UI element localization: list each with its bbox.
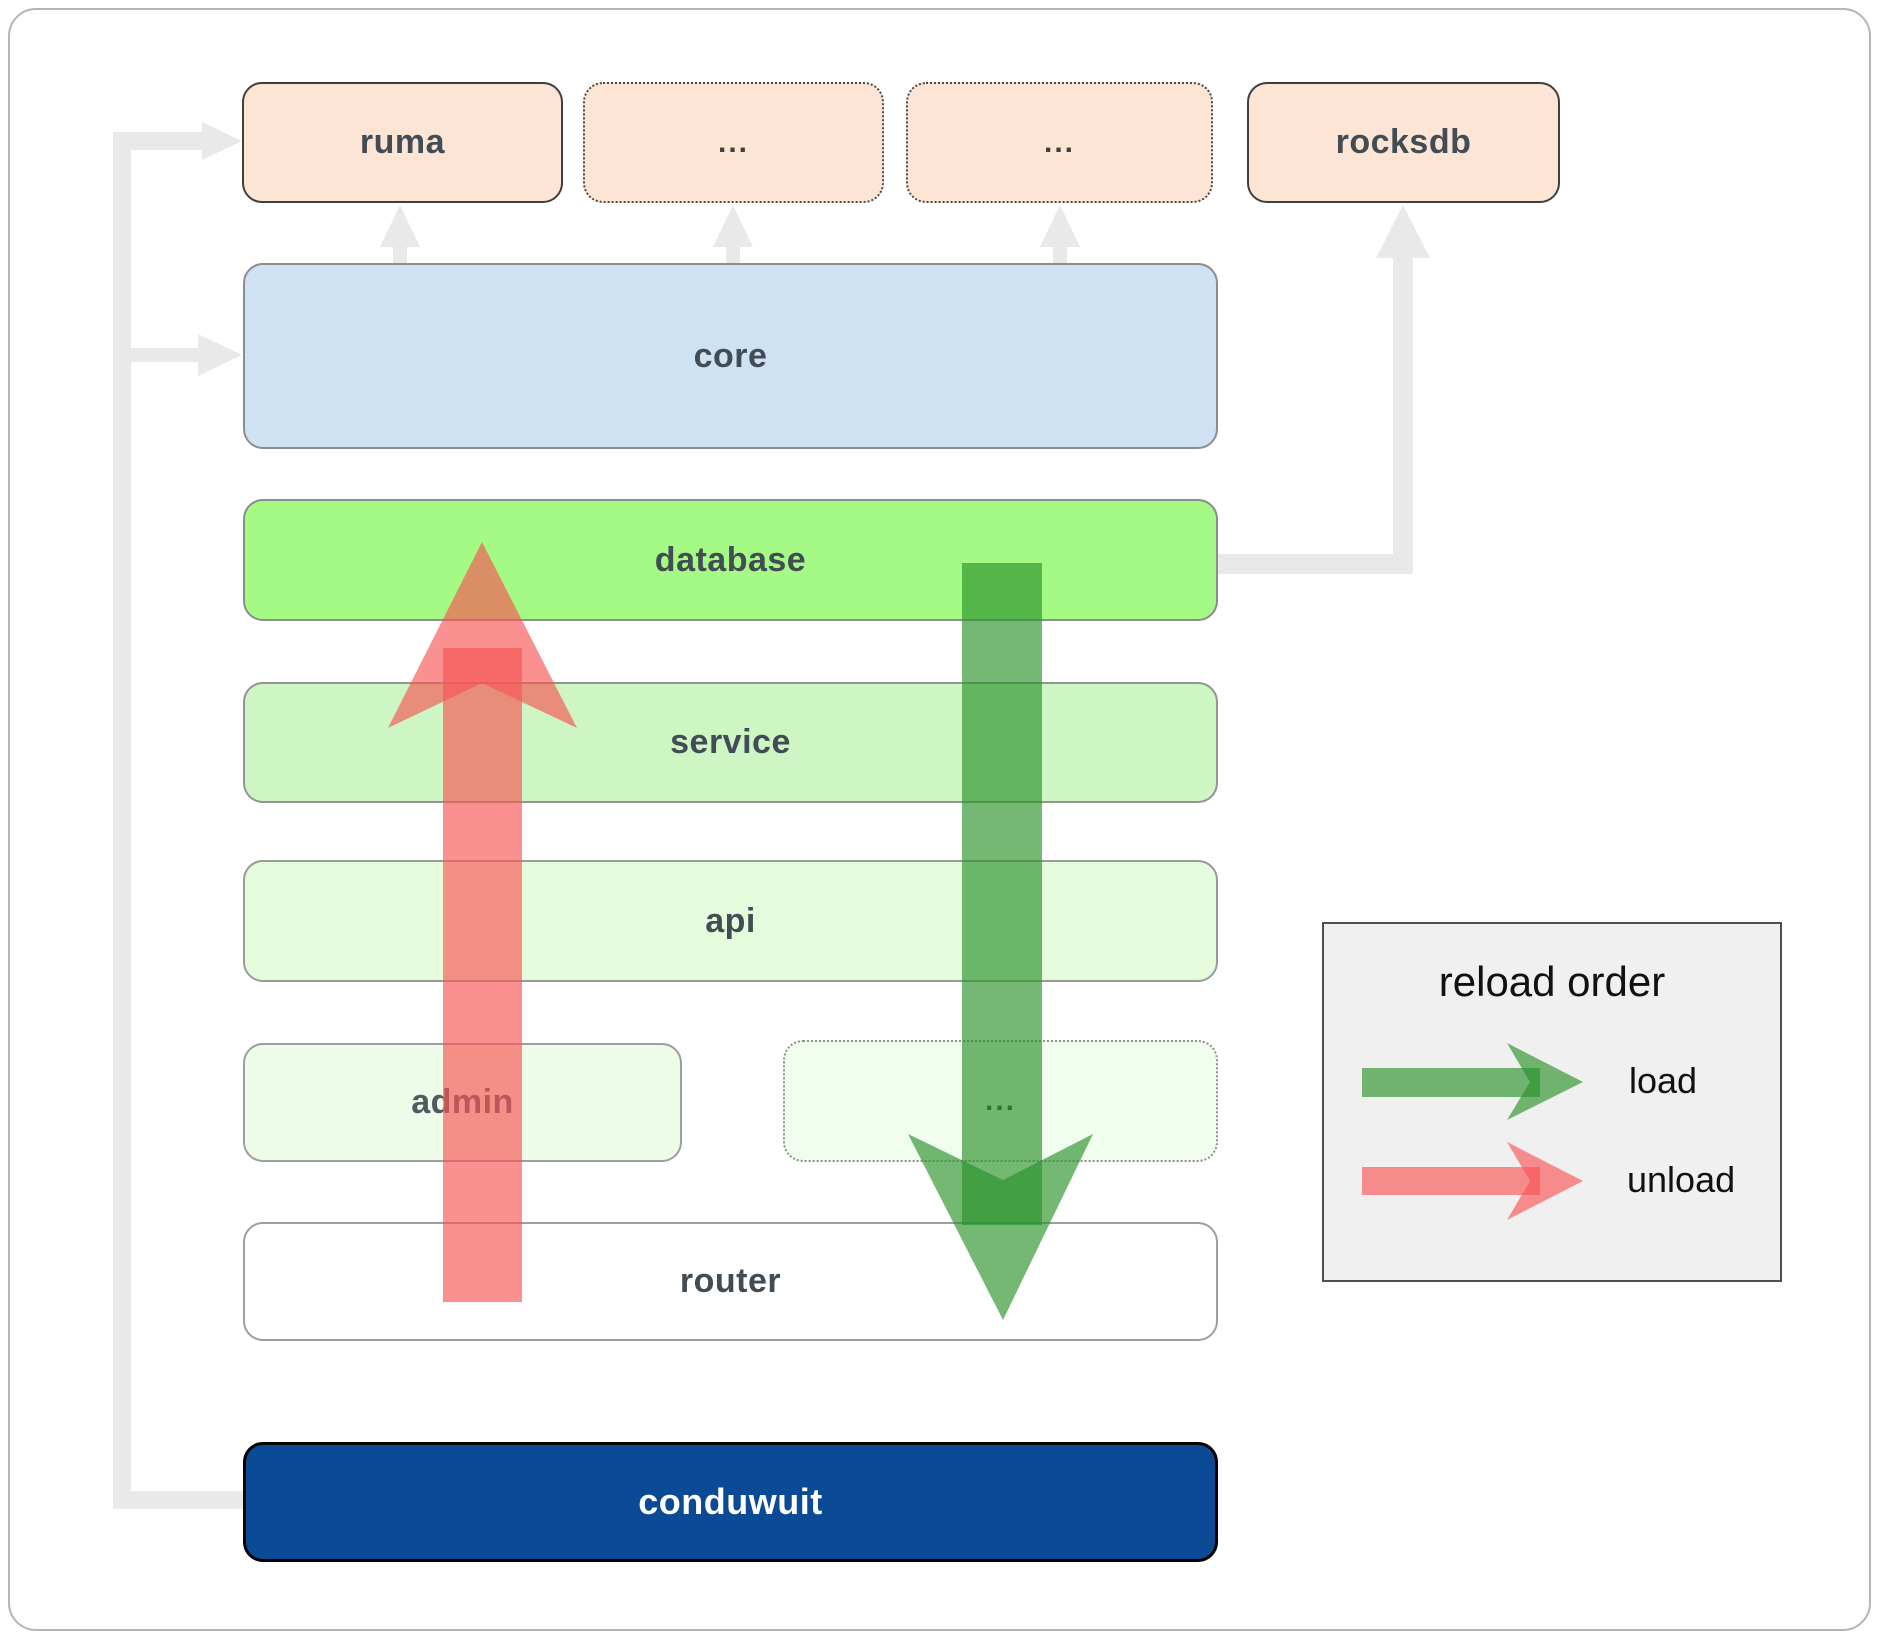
node-ellipsis-top-2: ...: [906, 82, 1213, 203]
node-ellipsis-mid-label: ...: [984, 1084, 1016, 1117]
node-admin-label: admin: [411, 1083, 514, 1121]
legend-load-label: load: [1629, 1060, 1698, 1101]
node-service-label: service: [670, 723, 791, 761]
node-conduwuit: conduwuit: [243, 1442, 1218, 1562]
node-router: router: [243, 1222, 1218, 1341]
node-router-label: router: [679, 1262, 782, 1300]
node-ellipsis-top-1: ...: [583, 82, 884, 203]
legend-title: reload order: [1438, 958, 1666, 1005]
node-api: api: [243, 860, 1218, 982]
node-core: core: [243, 263, 1218, 449]
node-ellipsis-mid: ...: [783, 1040, 1218, 1162]
node-database: database: [243, 499, 1218, 621]
node-admin: admin: [243, 1043, 682, 1162]
node-service: service: [243, 682, 1218, 803]
node-ellipsis-top-1-label: ...: [717, 125, 749, 159]
node-ellipsis-top-2-label: ...: [1043, 125, 1075, 159]
node-api-label: api: [705, 901, 756, 940]
node-ruma-label: ruma: [359, 123, 446, 161]
legend-box: reload order load unload: [1322, 922, 1782, 1282]
node-core-label: core: [693, 336, 768, 375]
legend-unload-label: unload: [1627, 1159, 1736, 1200]
node-conduwuit-label: conduwuit: [638, 1481, 823, 1522]
node-rocksdb: rocksdb: [1247, 82, 1560, 203]
node-rocksdb-label: rocksdb: [1335, 123, 1472, 161]
diagram-outer-frame: [8, 8, 1871, 1631]
node-ruma: ruma: [242, 82, 563, 203]
node-database-label: database: [654, 540, 807, 579]
